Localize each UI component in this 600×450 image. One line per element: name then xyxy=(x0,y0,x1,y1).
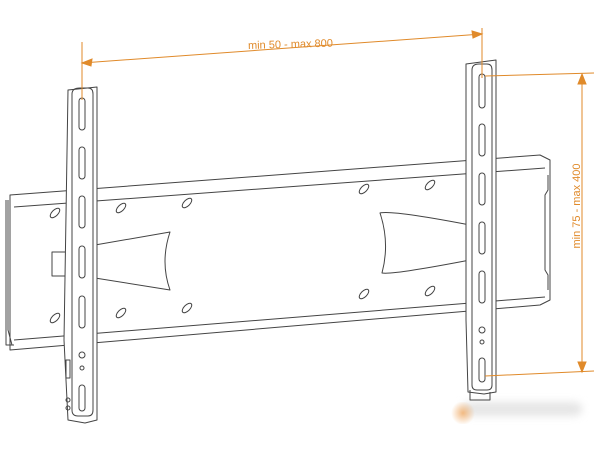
right-arm xyxy=(465,59,497,401)
mounting-slots xyxy=(49,179,436,324)
lens-flare xyxy=(450,402,476,424)
width-range-label: min 50 - max 800 xyxy=(247,37,334,52)
floor-shadow xyxy=(462,402,582,416)
dimension-lines xyxy=(80,28,595,377)
wall-plate xyxy=(5,154,551,351)
left-arm xyxy=(63,86,98,424)
height-range-label: min 75 - max 400 xyxy=(571,163,583,249)
